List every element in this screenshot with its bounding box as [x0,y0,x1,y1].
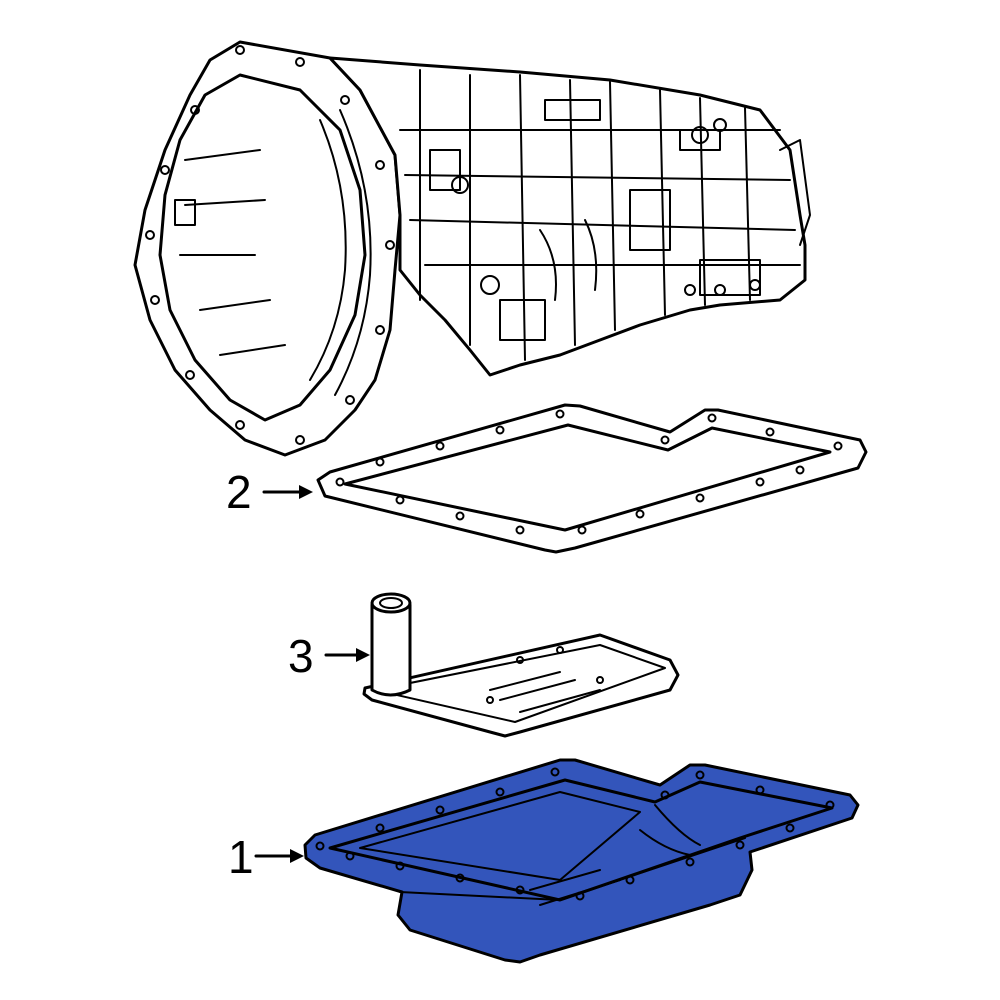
arrow-icon [290,849,304,863]
callout-1: 1 [228,831,304,883]
callout-number: 3 [288,630,314,682]
callout-number: 2 [226,466,252,518]
arrow-icon [356,648,370,662]
callout-number: 1 [228,831,254,883]
oil-pan [303,758,860,964]
arrow-icon [299,485,313,499]
callout-2: 2 [226,466,313,518]
callout-3: 3 [288,630,370,682]
transmission-housing [133,40,811,457]
transmission-filter [362,592,680,738]
pan-gasket [316,403,868,554]
